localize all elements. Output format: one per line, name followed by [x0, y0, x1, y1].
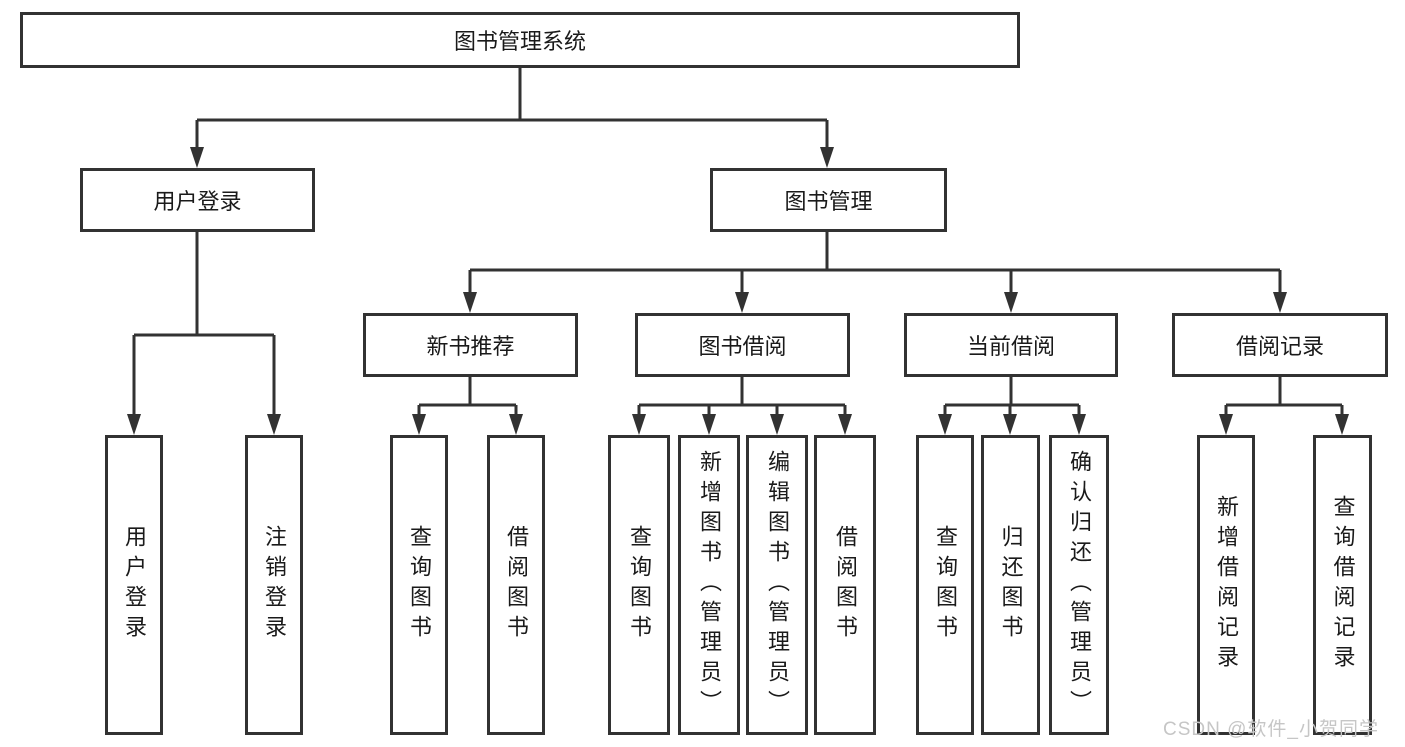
node-label: 用户登录 — [153, 189, 242, 214]
connector-user-login-to-leaves — [132, 232, 276, 415]
connector-root-to-level2 — [195, 68, 829, 148]
leaf-query-books-borrow: 查询图书 — [608, 435, 670, 735]
node-label: 借阅图书 — [833, 525, 858, 645]
leaf-borrow-books-recommend: 借阅图书 — [487, 435, 545, 735]
node-label: 新书推荐 — [426, 334, 515, 359]
connector-new-book-to-leaves — [417, 377, 518, 415]
leaf-edit-book-admin: 编辑图书（管理员） — [746, 435, 808, 735]
arrowheads — [127, 147, 1349, 435]
node-book-borrowing: 图书借阅 — [635, 313, 850, 377]
node-label: 新增借阅记录 — [1214, 495, 1239, 675]
node-label: 图书借阅 — [698, 334, 787, 359]
leaf-borrow-books: 借阅图书 — [814, 435, 876, 735]
leaf-query-books-recommend: 查询图书 — [390, 435, 448, 735]
leaf-query-books-current: 查询图书 — [916, 435, 974, 735]
node-current-borrowing: 当前借阅 — [904, 313, 1118, 377]
node-label: 归还图书 — [998, 525, 1024, 645]
connector-book-borrow-to-leaves — [637, 377, 847, 415]
leaf-return-book: 归还图书 — [981, 435, 1040, 735]
node-new-book-recommend: 新书推荐 — [363, 313, 578, 377]
connector-records-to-leaves — [1224, 377, 1344, 415]
node-label: 查询图书 — [627, 525, 652, 645]
node-label: 查询图书 — [407, 525, 432, 645]
node-borrowing-records: 借阅记录 — [1172, 313, 1388, 377]
leaf-add-borrow-record: 新增借阅记录 — [1197, 435, 1255, 735]
leaf-add-book-admin: 新增图书（管理员） — [678, 435, 740, 735]
node-user-login-module: 用户登录 — [80, 168, 315, 232]
node-label: 图书管理系统 — [453, 29, 586, 54]
csdn-watermark: CSDN @软件_小贺同学 — [1163, 719, 1379, 740]
connector-current-borrow-to-leaves — [943, 377, 1081, 415]
node-label: 新增图书（管理员） — [697, 450, 722, 720]
node-label: 编辑图书（管理员） — [765, 450, 790, 720]
node-label: 确认归还（管理员） — [1067, 450, 1092, 720]
connector-book-mgmt-to-level3 — [468, 232, 1282, 293]
node-label: 图书管理 — [784, 189, 873, 214]
node-root-system: 图书管理系统 — [20, 12, 1020, 68]
node-book-management-module: 图书管理 — [710, 168, 947, 232]
node-label: 查询图书 — [933, 525, 958, 645]
node-label: 当前借阅 — [966, 334, 1055, 359]
leaf-logout: 注销登录 — [245, 435, 303, 735]
node-label: 借阅记录 — [1235, 334, 1324, 359]
node-label: 借阅图书 — [504, 525, 529, 645]
leaf-user-login: 用户登录 — [105, 435, 163, 735]
node-label: 查询借阅记录 — [1330, 495, 1356, 675]
node-label: 注销登录 — [262, 525, 287, 645]
node-label: 用户登录 — [122, 525, 147, 645]
leaf-query-borrow-record: 查询借阅记录 — [1313, 435, 1372, 735]
leaf-confirm-return-admin: 确认归还（管理员） — [1049, 435, 1109, 735]
